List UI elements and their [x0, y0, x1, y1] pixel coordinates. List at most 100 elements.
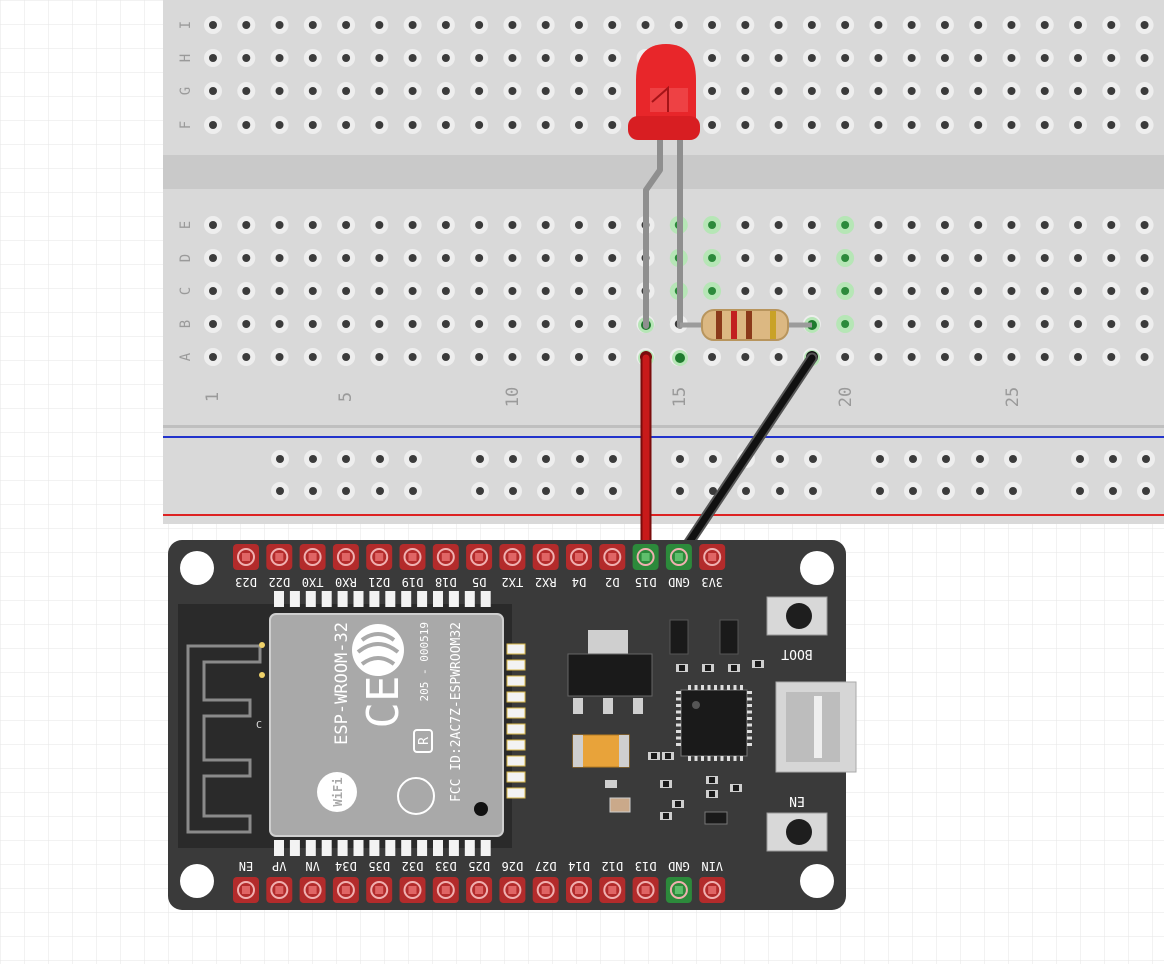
breadboard-hole[interactable]	[708, 54, 717, 62]
power-rail-hole[interactable]	[1009, 455, 1017, 463]
breadboard-hole[interactable]	[907, 221, 916, 229]
breadboard-hole[interactable]	[541, 320, 550, 328]
breadboard-hole[interactable]	[408, 221, 417, 229]
breadboard-hole[interactable]	[874, 320, 883, 328]
power-rail-hole[interactable]	[809, 487, 817, 495]
red-led[interactable]	[628, 44, 700, 329]
breadboard-hole[interactable]	[275, 121, 284, 129]
breadboard-hole[interactable]	[841, 353, 850, 361]
breadboard-hole[interactable]	[907, 353, 916, 361]
breadboard-hole[interactable]	[974, 287, 983, 295]
breadboard-hole[interactable]	[1040, 121, 1049, 129]
breadboard-hole[interactable]	[342, 121, 351, 129]
breadboard-hole[interactable]	[974, 21, 983, 29]
breadboard-hole[interactable]	[1107, 121, 1116, 129]
breadboard-hole[interactable]	[408, 21, 417, 29]
power-rail-hole[interactable]	[809, 455, 817, 463]
breadboard-hole[interactable]	[342, 254, 351, 262]
breadboard-hole[interactable]	[940, 54, 949, 62]
breadboard-hole[interactable]	[741, 21, 750, 29]
breadboard-hole[interactable]	[940, 320, 949, 328]
breadboard-hole[interactable]	[1074, 21, 1083, 29]
breadboard-hole[interactable]	[475, 254, 484, 262]
breadboard-hole[interactable]	[1040, 287, 1049, 295]
breadboard-hole[interactable]	[541, 353, 550, 361]
breadboard-hole[interactable]	[1007, 320, 1016, 328]
breadboard-hole[interactable]	[375, 21, 384, 29]
power-rail-hole[interactable]	[309, 455, 317, 463]
breadboard-hole[interactable]	[708, 221, 717, 229]
breadboard-hole[interactable]	[974, 320, 983, 328]
breadboard-hole[interactable]	[907, 121, 916, 129]
breadboard-hole[interactable]	[209, 287, 217, 295]
breadboard-hole[interactable]	[1107, 87, 1116, 95]
power-rail-hole[interactable]	[709, 455, 717, 463]
breadboard-hole[interactable]	[807, 254, 816, 262]
breadboard-hole[interactable]	[574, 54, 583, 62]
breadboard-hole[interactable]	[974, 221, 983, 229]
breadboard-hole[interactable]	[308, 121, 317, 129]
breadboard-hole[interactable]	[441, 221, 450, 229]
breadboard-hole[interactable]	[1007, 87, 1016, 95]
breadboard-hole[interactable]	[342, 353, 351, 361]
breadboard-hole[interactable]	[342, 21, 351, 29]
power-rail-hole[interactable]	[1076, 455, 1084, 463]
power-rail-hole[interactable]	[776, 487, 784, 495]
breadboard-hole[interactable]	[342, 287, 351, 295]
power-rail-hole[interactable]	[876, 487, 884, 495]
breadboard-hole[interactable]	[1007, 54, 1016, 62]
breadboard-hole[interactable]	[242, 320, 251, 328]
breadboard-hole[interactable]	[641, 21, 650, 29]
breadboard-hole[interactable]	[708, 21, 717, 29]
breadboard-hole[interactable]	[874, 21, 883, 29]
breadboard-hole[interactable]	[974, 254, 983, 262]
breadboard-hole[interactable]	[1040, 353, 1049, 361]
breadboard-hole[interactable]	[741, 121, 750, 129]
breadboard-hole[interactable]	[1007, 287, 1016, 295]
breadboard-hole[interactable]	[608, 221, 617, 229]
power-rail-hole[interactable]	[676, 455, 684, 463]
breadboard-hole[interactable]	[940, 221, 949, 229]
breadboard-hole[interactable]	[574, 320, 583, 328]
breadboard-hole[interactable]	[375, 54, 384, 62]
breadboard-hole[interactable]	[841, 21, 850, 29]
breadboard-hole[interactable]	[1007, 353, 1016, 361]
breadboard-hole[interactable]	[408, 54, 417, 62]
breadboard-hole[interactable]	[242, 21, 251, 29]
power-rail-hole[interactable]	[942, 487, 950, 495]
breadboard-hole[interactable]	[209, 254, 217, 262]
breadboard-hole[interactable]	[342, 221, 351, 229]
breadboard-hole[interactable]	[1074, 121, 1083, 129]
breadboard-hole[interactable]	[741, 54, 750, 62]
breadboard-hole[interactable]	[940, 121, 949, 129]
breadboard-hole[interactable]	[209, 221, 217, 229]
breadboard-hole[interactable]	[209, 21, 217, 29]
breadboard-hole[interactable]	[242, 221, 251, 229]
breadboard-hole[interactable]	[1140, 254, 1149, 262]
breadboard-hole[interactable]	[608, 121, 617, 129]
breadboard-hole[interactable]	[907, 254, 916, 262]
breadboard-hole[interactable]	[940, 21, 949, 29]
breadboard-hole[interactable]	[1074, 254, 1083, 262]
breadboard-hole[interactable]	[608, 54, 617, 62]
black-wire[interactable]	[676, 354, 816, 560]
breadboard-hole[interactable]	[375, 254, 384, 262]
power-rail-hole[interactable]	[1142, 455, 1150, 463]
breadboard-hole[interactable]	[342, 320, 351, 328]
breadboard-hole[interactable]	[275, 21, 284, 29]
breadboard-hole[interactable]	[1140, 87, 1149, 95]
breadboard-hole[interactable]	[1007, 121, 1016, 129]
breadboard-hole[interactable]	[375, 221, 384, 229]
power-rail-hole[interactable]	[909, 455, 917, 463]
breadboard-hole[interactable]	[375, 121, 384, 129]
breadboard-hole[interactable]	[741, 353, 750, 361]
power-rail-hole[interactable]	[376, 455, 384, 463]
breadboard-hole[interactable]	[441, 21, 450, 29]
breadboard-hole[interactable]	[974, 121, 983, 129]
breadboard-hole[interactable]	[508, 21, 517, 29]
breadboard-hole[interactable]	[1040, 254, 1049, 262]
en-button[interactable]	[766, 812, 828, 852]
breadboard-hole[interactable]	[242, 353, 251, 361]
breadboard-hole[interactable]	[1040, 221, 1049, 229]
breadboard-hole[interactable]	[441, 87, 450, 95]
